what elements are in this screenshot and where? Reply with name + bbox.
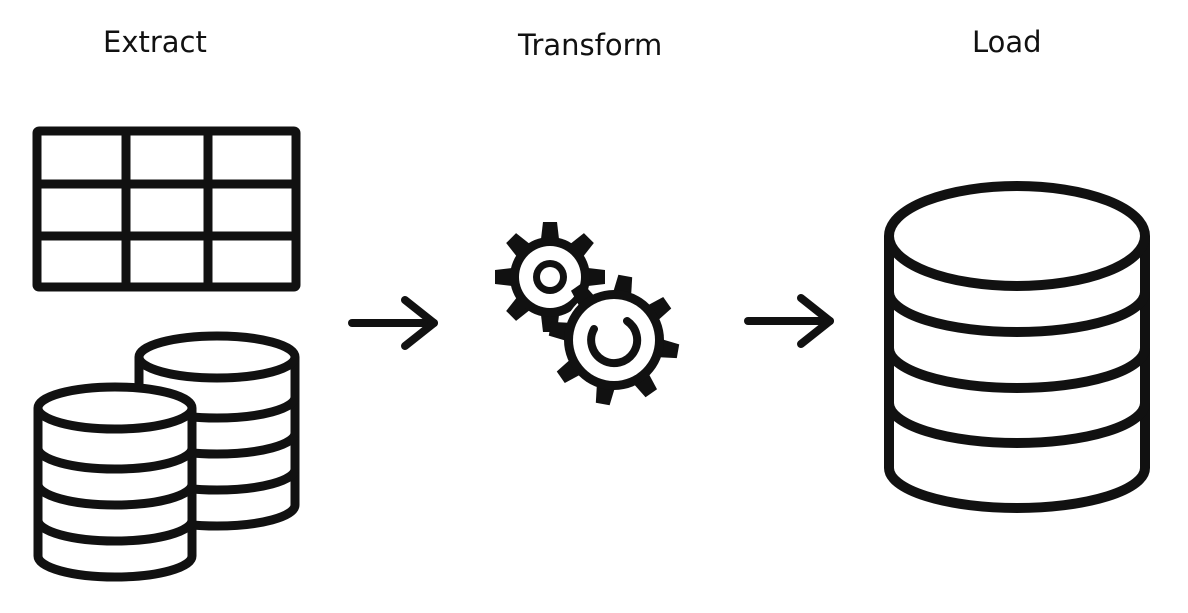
- table-grid-icon: [32, 126, 301, 292]
- database-icon: [884, 181, 1150, 513]
- transform-label: Transform: [518, 28, 663, 62]
- arrow-right-icon: [348, 296, 438, 350]
- gear-large-icon: [548, 274, 680, 406]
- gear-small-icon: [495, 222, 605, 332]
- extract-label: Extract: [103, 25, 207, 59]
- database-front-icon: [33, 382, 197, 582]
- load-label: Load: [972, 25, 1042, 59]
- arrow-right-icon: [744, 294, 834, 348]
- database-stack-icon: [33, 331, 300, 582]
- gears-icon: [495, 222, 680, 406]
